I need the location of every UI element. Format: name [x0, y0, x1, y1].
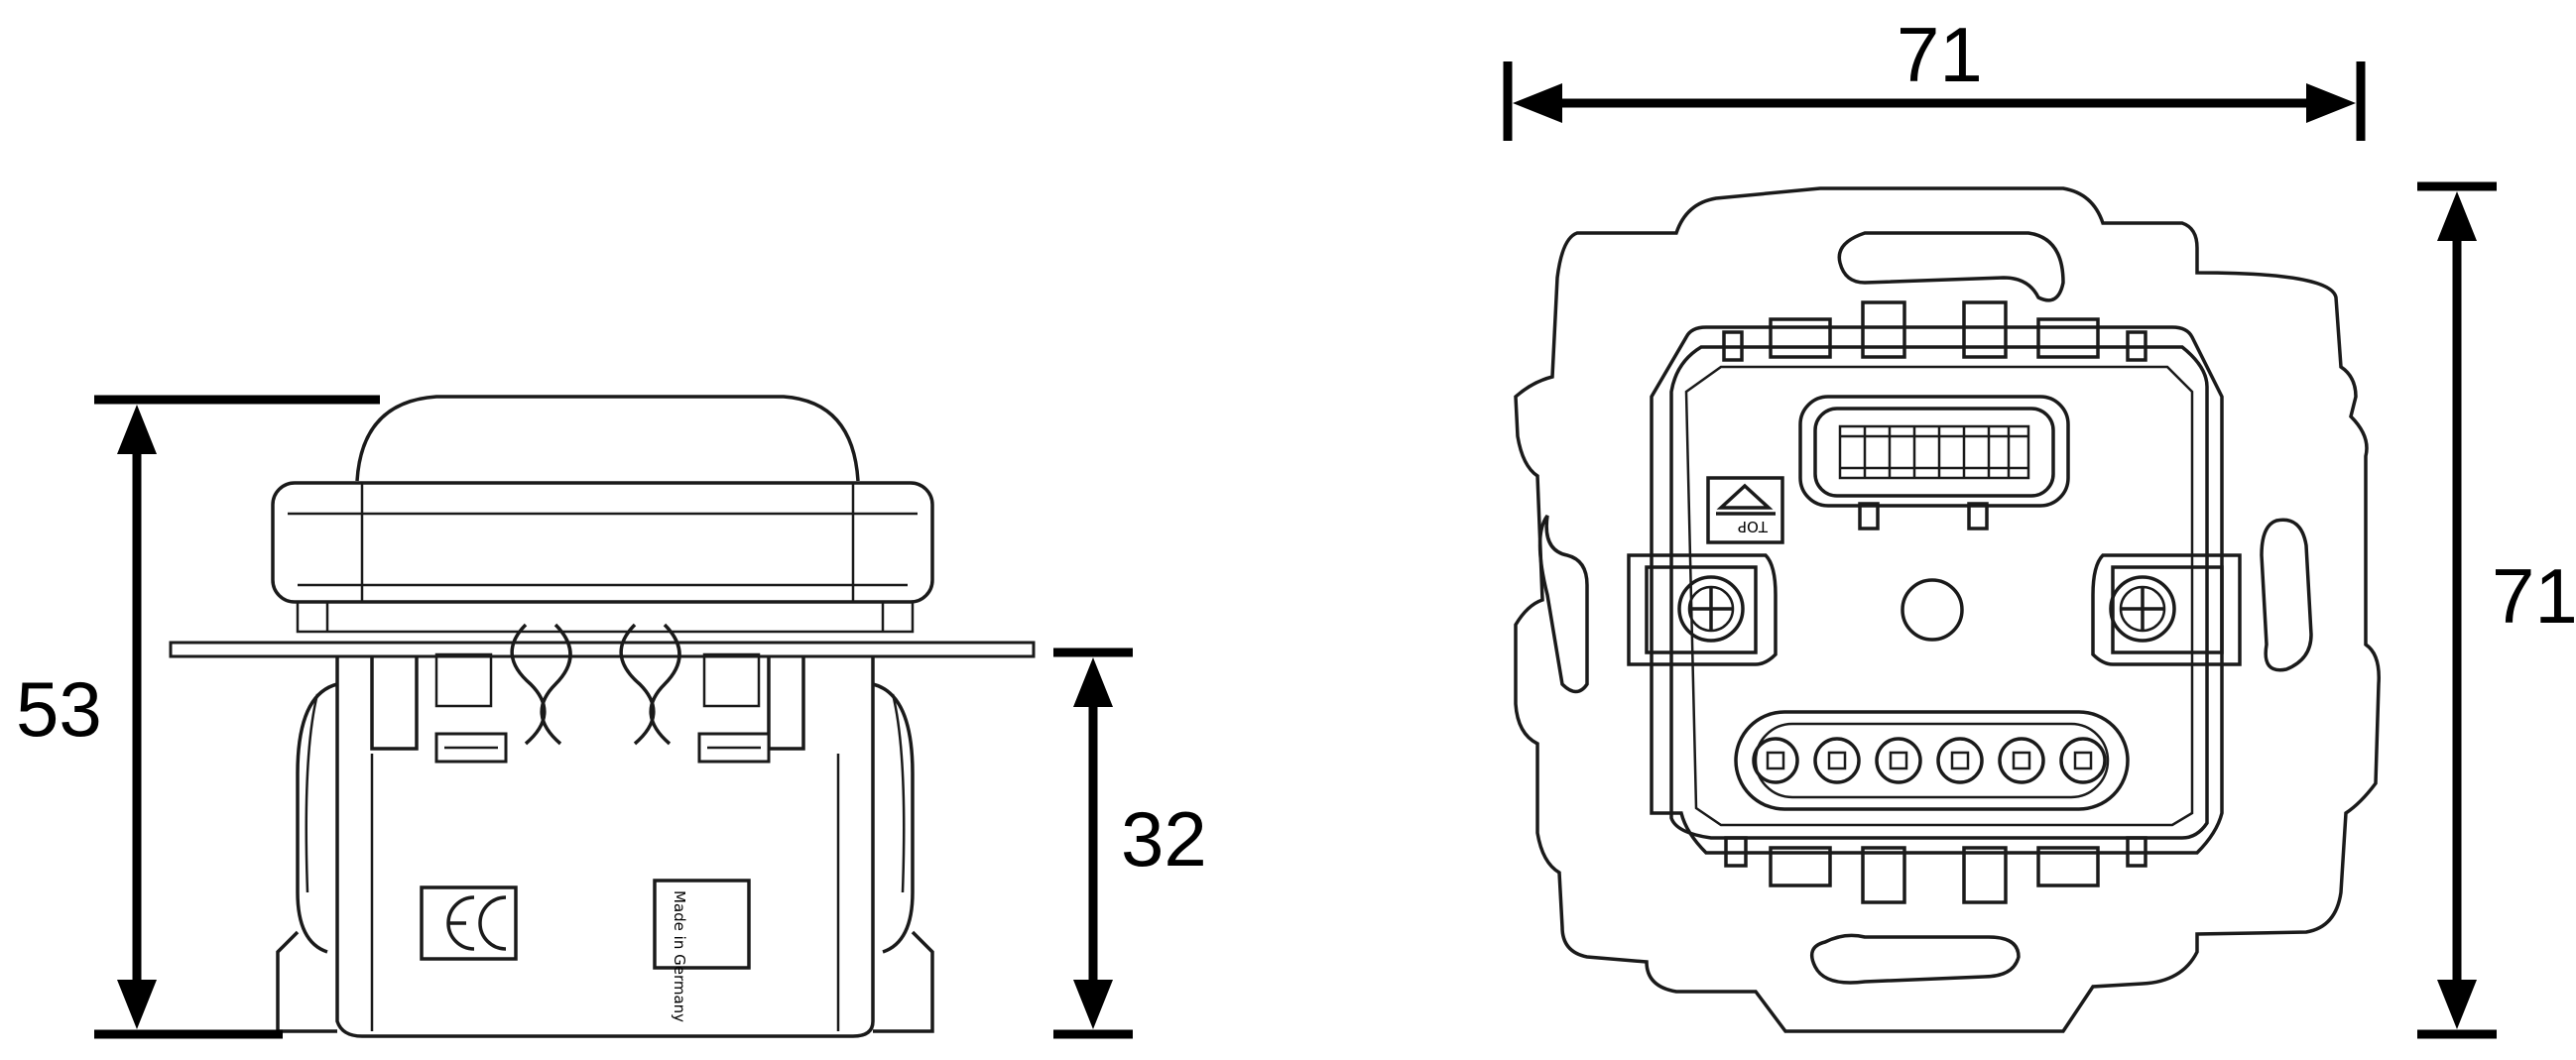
arrow-up-icon [1073, 657, 1113, 707]
front-mounting-plate [1514, 186, 2381, 1033]
terminal-5 [1998, 737, 2045, 784]
dimension-53-label: 53 [16, 665, 102, 753]
side-view: Made in Germany 53 32 [16, 395, 1207, 1039]
arrow-right-icon [2306, 83, 2356, 123]
left-slot [1537, 514, 1589, 694]
side-mounting-plate [169, 641, 1036, 658]
side-spring-right [619, 623, 656, 746]
dimension-71-height-label: 71 [2492, 552, 2576, 640]
top-tabs [1722, 300, 2147, 362]
arrow-down-icon [1073, 980, 1113, 1029]
dimension-53: 53 [16, 395, 380, 1039]
terminal-2 [1813, 737, 1861, 784]
top-slot [1837, 231, 2065, 302]
center-hole [1901, 578, 1964, 642]
side-clip-right [872, 682, 915, 954]
terminal-3 [1875, 737, 1922, 784]
dimension-32: 32 [1053, 648, 1207, 1039]
side-cap-dome [355, 395, 860, 482]
arrow-down-icon [2437, 980, 2477, 1029]
dimension-71-height: 71 [2417, 181, 2576, 1039]
top-connector [1798, 395, 2070, 530]
bottom-slot [1809, 933, 2021, 985]
ce-mark [420, 885, 518, 961]
screw-right [2091, 553, 2242, 666]
terminal-4 [1936, 737, 1984, 784]
side-spring-left [510, 623, 547, 746]
screw-left [1627, 553, 1778, 666]
front-view: TOP [1503, 11, 2576, 1039]
right-slot [2260, 518, 2313, 672]
made-in-text: Made in Germany [671, 890, 688, 1022]
top-marker: TOP [1706, 476, 1784, 544]
arrow-down-icon [117, 980, 157, 1029]
bottom-tabs [1724, 836, 2147, 904]
dimension-32-label: 32 [1121, 795, 1207, 883]
arrow-up-icon [117, 405, 157, 454]
side-clip-left [296, 682, 338, 954]
arrow-left-icon [1513, 83, 1562, 123]
terminal-1 [1752, 737, 1799, 784]
side-main-body [335, 656, 875, 1038]
arrow-up-icon [2437, 191, 2477, 241]
made-in-label: Made in Germany [653, 879, 751, 1022]
dimension-71-width-label: 71 [1897, 11, 1983, 98]
terminal-row [1734, 710, 2130, 811]
dimension-71-width: 71 [1503, 11, 2366, 141]
terminal-6 [2059, 737, 2107, 784]
top-marker-text: TOP [1738, 518, 1769, 535]
